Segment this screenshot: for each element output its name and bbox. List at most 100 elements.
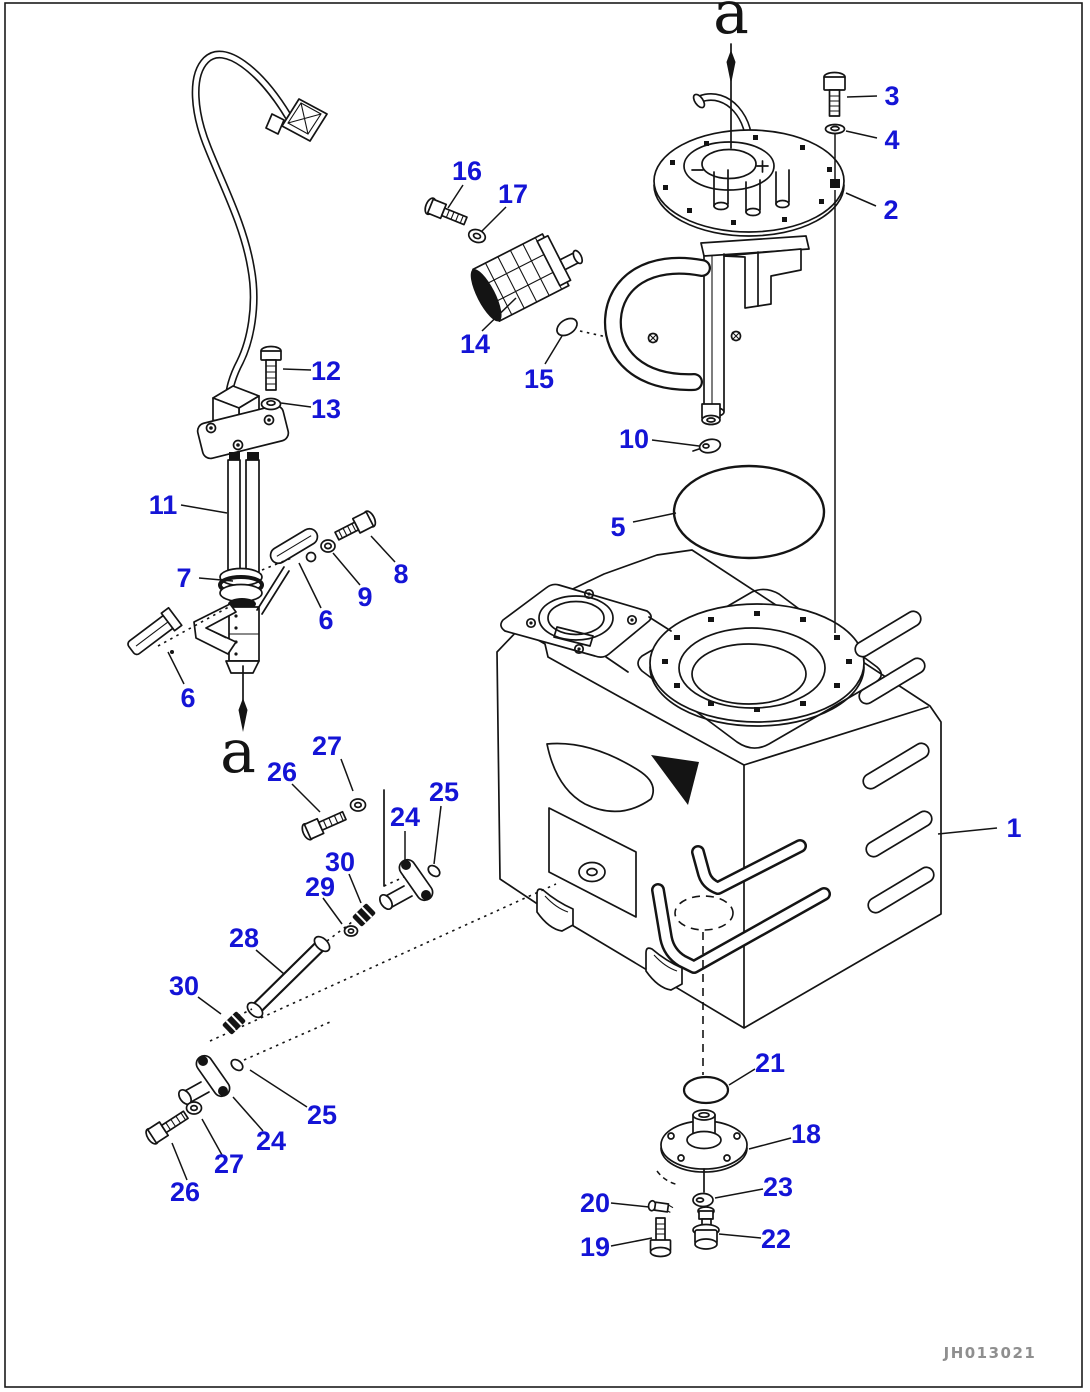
callout-30a: 30 bbox=[325, 847, 355, 877]
callout-12: 12 bbox=[311, 356, 341, 386]
tank-flange-ring bbox=[649, 603, 865, 727]
callout-13: 13 bbox=[311, 394, 341, 424]
leader-line-10 bbox=[651, 439, 700, 447]
sender-mount-pad bbox=[500, 583, 672, 673]
callout-30b: 30 bbox=[169, 971, 199, 1001]
section-arrow-left bbox=[238, 698, 248, 732]
sender-plate bbox=[196, 404, 290, 460]
callout-14: 14 bbox=[460, 329, 490, 359]
fuel-line-cluster-lower bbox=[145, 1021, 331, 1145]
elbow-24-upper bbox=[378, 858, 434, 911]
tank-side-slots bbox=[854, 610, 935, 914]
bolt-19 bbox=[649, 1217, 672, 1258]
callout-29: 29 bbox=[305, 872, 335, 902]
oring-25-upper bbox=[427, 864, 441, 878]
bolt-8 bbox=[334, 510, 377, 541]
bolt-26-upper bbox=[301, 810, 347, 841]
tank-foot bbox=[645, 947, 683, 991]
clamp-30-lower bbox=[222, 1011, 246, 1035]
leader-line-7 bbox=[198, 577, 234, 582]
bolt-26-lower bbox=[145, 1110, 189, 1145]
callout-15: 15 bbox=[524, 364, 554, 394]
callout-28: 28 bbox=[229, 923, 259, 953]
leader-line-27b bbox=[201, 1118, 223, 1156]
callout-21: 21 bbox=[755, 1048, 785, 1078]
callout-24a: 24 bbox=[390, 802, 420, 832]
leader-line-13 bbox=[280, 402, 312, 408]
leader-line-8 bbox=[370, 535, 396, 563]
callout-26a: 26 bbox=[267, 757, 297, 787]
suction-filter-14 bbox=[470, 233, 584, 322]
tie-down-channels bbox=[651, 839, 831, 974]
drain-group bbox=[647, 932, 748, 1258]
ring-29 bbox=[343, 925, 359, 937]
pump-bracket bbox=[700, 235, 810, 418]
leader-line-29 bbox=[322, 897, 343, 925]
clip-10 bbox=[692, 438, 722, 454]
float-6-left bbox=[127, 606, 183, 656]
plug-23 bbox=[692, 1192, 714, 1208]
drawing-code: JH013021 bbox=[943, 1344, 1037, 1362]
callout-6b: 6 bbox=[180, 683, 195, 713]
callout-5: 5 bbox=[610, 512, 625, 542]
callout-24b: 24 bbox=[256, 1126, 286, 1156]
fuel-pump-module bbox=[603, 93, 845, 426]
callout-3: 3 bbox=[884, 81, 899, 111]
leader-line-1 bbox=[937, 827, 998, 835]
sender-tube-11 bbox=[227, 452, 260, 573]
leader-line-14 bbox=[481, 297, 517, 332]
callout-7: 7 bbox=[176, 563, 191, 593]
flange-bolt-holes bbox=[662, 611, 852, 712]
callout-25a: 25 bbox=[429, 777, 459, 807]
hose-28 bbox=[246, 935, 331, 1019]
cable-connector bbox=[265, 98, 328, 142]
leader-line-30b bbox=[197, 996, 222, 1015]
section-arrow-top bbox=[726, 50, 736, 84]
pump-flange bbox=[653, 129, 845, 237]
callout-8: 8 bbox=[393, 559, 408, 589]
leader-line-27a bbox=[340, 758, 354, 792]
callout-27a: 27 bbox=[312, 731, 342, 761]
bolt-3-axis-line bbox=[830, 134, 840, 633]
pad-bolt-holes bbox=[525, 588, 638, 655]
leader-line-2 bbox=[845, 192, 877, 207]
float-6-right bbox=[269, 527, 319, 565]
callout-17: 17 bbox=[498, 179, 528, 209]
bolt-12 bbox=[260, 345, 282, 391]
callout-27b: 27 bbox=[214, 1149, 244, 1179]
callout-4: 4 bbox=[884, 125, 899, 155]
leader-line-16 bbox=[447, 184, 464, 209]
washer-17 bbox=[467, 228, 487, 244]
leader-line-26a bbox=[291, 783, 321, 813]
pump-pipes bbox=[713, 169, 790, 217]
leader-line-20 bbox=[610, 1202, 650, 1208]
section-letter-a-top: a bbox=[713, 0, 749, 48]
outlet-nipple bbox=[701, 403, 721, 426]
leader-line-11 bbox=[180, 504, 228, 514]
nut-27-lower bbox=[185, 1101, 203, 1115]
pump-flange-bolt-holes bbox=[663, 135, 832, 225]
leader-line-24b bbox=[232, 1096, 264, 1132]
leader-line-19 bbox=[610, 1237, 653, 1247]
leader-line-18 bbox=[748, 1137, 792, 1150]
collar-7 bbox=[218, 567, 264, 610]
assembly-guide-line bbox=[209, 883, 557, 1042]
section-letter-a-left: a bbox=[220, 717, 256, 787]
callout-23: 23 bbox=[763, 1172, 793, 1202]
leader-line-30a bbox=[348, 873, 362, 904]
leader-line-17 bbox=[481, 206, 507, 232]
callout-2: 2 bbox=[883, 195, 898, 225]
callout-26b: 26 bbox=[170, 1177, 200, 1207]
drain-hole-hidden bbox=[674, 895, 734, 931]
leader-line-21 bbox=[728, 1068, 756, 1086]
callout-1: 1 bbox=[1006, 813, 1021, 843]
leader-line-23 bbox=[714, 1188, 764, 1199]
leader-line-4 bbox=[845, 130, 878, 139]
leader-line-5 bbox=[632, 512, 677, 523]
callout-16: 16 bbox=[452, 156, 482, 186]
callout-18: 18 bbox=[791, 1119, 821, 1149]
tank-foot bbox=[536, 888, 574, 932]
clip-15 bbox=[556, 317, 608, 338]
oring-25-lower bbox=[230, 1058, 244, 1072]
callout-10: 10 bbox=[619, 424, 649, 454]
